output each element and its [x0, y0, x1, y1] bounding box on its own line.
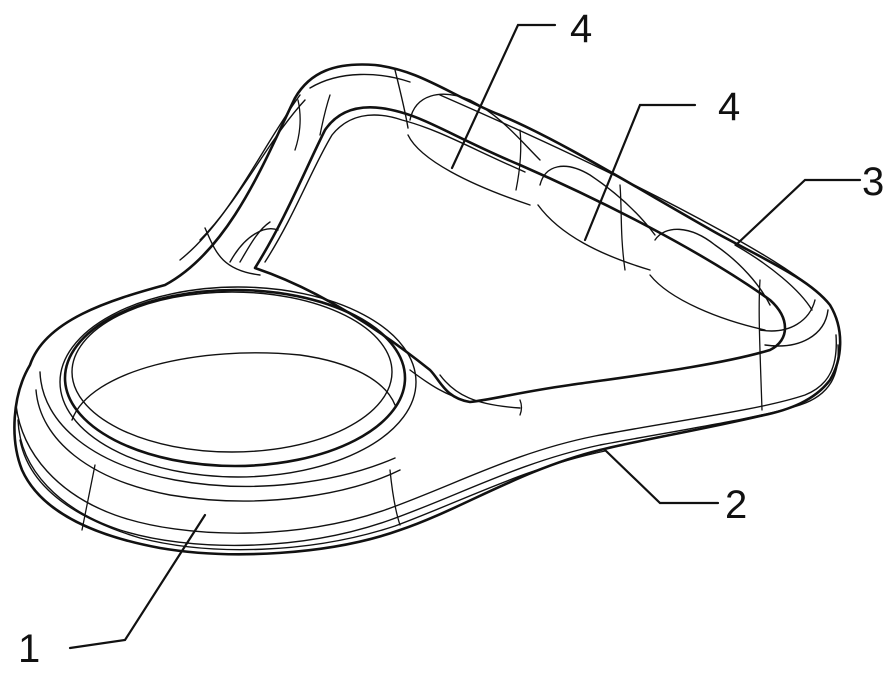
- label-2: 2: [725, 483, 747, 527]
- leader-4-middle: [583, 103, 697, 242]
- label-4-upper: 4: [570, 7, 592, 51]
- leader-3: [736, 178, 862, 245]
- label-4-middle: 4: [718, 85, 740, 129]
- label-3: 3: [862, 160, 884, 204]
- handle-body: [13, 63, 842, 556]
- label-1: 1: [18, 627, 40, 671]
- leader-4-upper: [450, 23, 557, 170]
- leader-lines: [68, 23, 862, 650]
- reference-labels: 1 2 3 4 4: [18, 7, 884, 671]
- leader-2: [603, 448, 720, 505]
- leader-1: [68, 513, 207, 650]
